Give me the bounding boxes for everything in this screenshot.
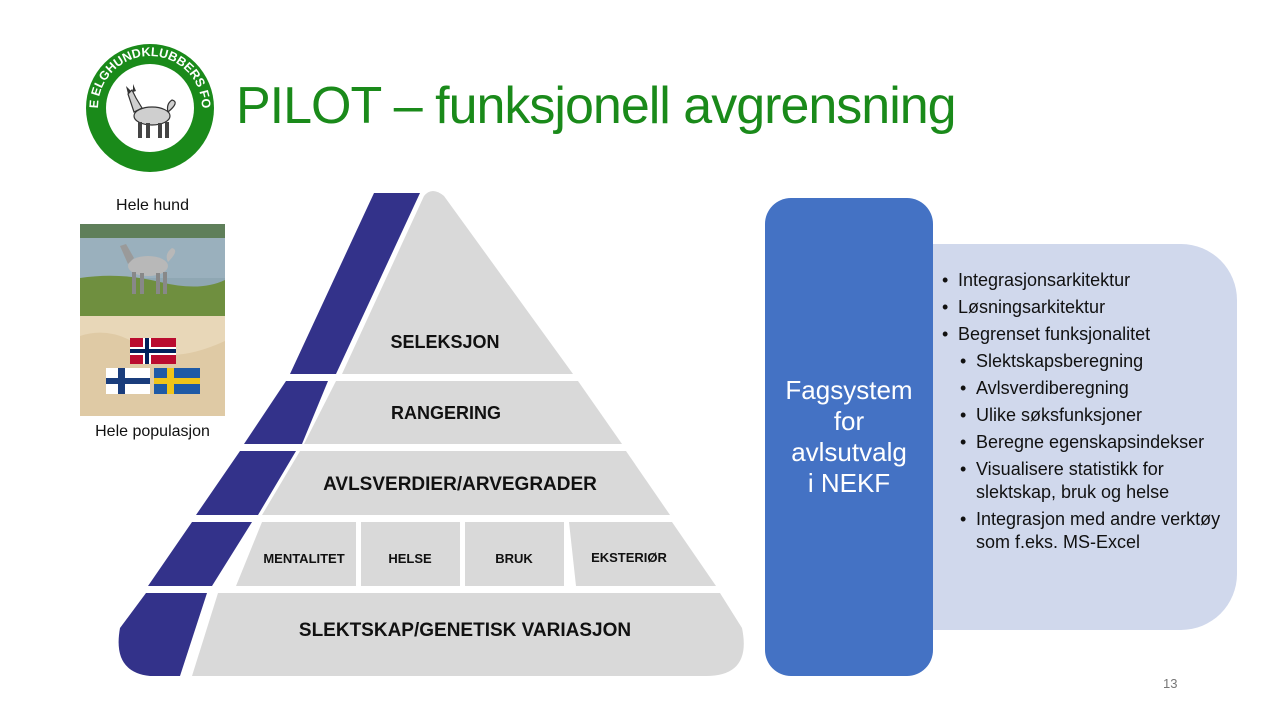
- pyramid-side-band-5: [118, 593, 207, 676]
- fagsystem-line-3: avlsutvalg: [791, 437, 907, 467]
- pyramid-tier-2: [304, 381, 622, 444]
- tier-label-rangering: RANGERING: [391, 403, 501, 423]
- pyramid-side-band-4: [148, 522, 252, 586]
- tier-sublabel-bruk: BRUK: [495, 551, 533, 566]
- feature-subitem: Visualisere statistikk for slektskap, br…: [960, 458, 1222, 504]
- pyramid-diagram: SELEKSJON RANGERING AVLSVERDIER/ARVEGRAD…: [118, 191, 744, 676]
- page-number: 13: [1163, 676, 1178, 691]
- fagsystem-line-1: Fagsystem: [785, 375, 913, 405]
- dog-icon: [120, 244, 176, 294]
- tier-sublabel-eksterior: EKSTERIØR: [591, 550, 667, 565]
- feature-subitem: Avlsverdiberegning: [960, 377, 1222, 400]
- feature-item: Løsningsarkitektur: [942, 296, 1222, 319]
- whole-population-caption: Hele populasjon: [95, 423, 210, 440]
- fagsystem-line-4: i NEKF: [807, 468, 891, 498]
- fagsystem-box: Fagsystem for avlsutvalg i NEKF: [765, 198, 933, 676]
- tier-label-avlsverdier: AVLSVERDIER/ARVEGRADER: [323, 474, 597, 495]
- slide-title: PILOT – funksjonell avgrensning: [236, 77, 957, 135]
- pyramid-side-band-3: [196, 451, 296, 515]
- finland-flag-icon: [106, 368, 150, 394]
- pyramid-tier-4-cell-3: [465, 522, 564, 586]
- pyramid-side-band-2: [244, 381, 328, 444]
- pyramid-side-band-1: [290, 193, 420, 374]
- feature-list: Integrasjonsarkitektur Løsningsarkitektu…: [942, 269, 1222, 558]
- feature-subitem: Slektskapsberegning: [960, 350, 1222, 373]
- feature-subitem: Ulike søksfunksjoner: [960, 404, 1222, 427]
- pyramid-tier-3: [262, 451, 670, 515]
- pyramid-tier-base: [192, 593, 744, 676]
- pyramid-tier-4-cell-4: [569, 522, 716, 586]
- tier-label-seleksjon: SELEKSJON: [390, 332, 499, 352]
- pyramid-tier-4-cell-2: [361, 522, 460, 586]
- tier-sublabel-mentalitet: MENTALITET: [263, 551, 344, 566]
- feature-subitem: Beregne egenskapsindekser: [960, 431, 1222, 454]
- population-map: [80, 316, 225, 416]
- tier-label-slektskap: SLEKTSKAP/GENETISK VARIASJON: [299, 620, 631, 641]
- feature-item: Begrenset funksjonalitet: [942, 323, 1222, 346]
- tier-sublabel-helse: HELSE: [388, 551, 432, 566]
- norway-flag-icon: [130, 338, 176, 364]
- elkhound-icon: [126, 84, 176, 138]
- club-logo: NORSKE ELGHUNDKLUBBERS FORBUND 16.11.189…: [84, 42, 214, 172]
- pyramid-tier-top: [342, 191, 573, 374]
- feature-item: Integrasjonsarkitektur: [942, 269, 1222, 292]
- whole-dog-caption: Hele hund: [116, 197, 189, 214]
- fagsystem-line-2: for: [833, 406, 865, 436]
- sweden-flag-icon: [154, 368, 200, 394]
- whole-dog-photo: [80, 224, 225, 316]
- pyramid-tier-4-cell-1: [236, 522, 356, 586]
- feature-subitem: Integrasjon med andre verktøy som f.eks.…: [960, 508, 1222, 554]
